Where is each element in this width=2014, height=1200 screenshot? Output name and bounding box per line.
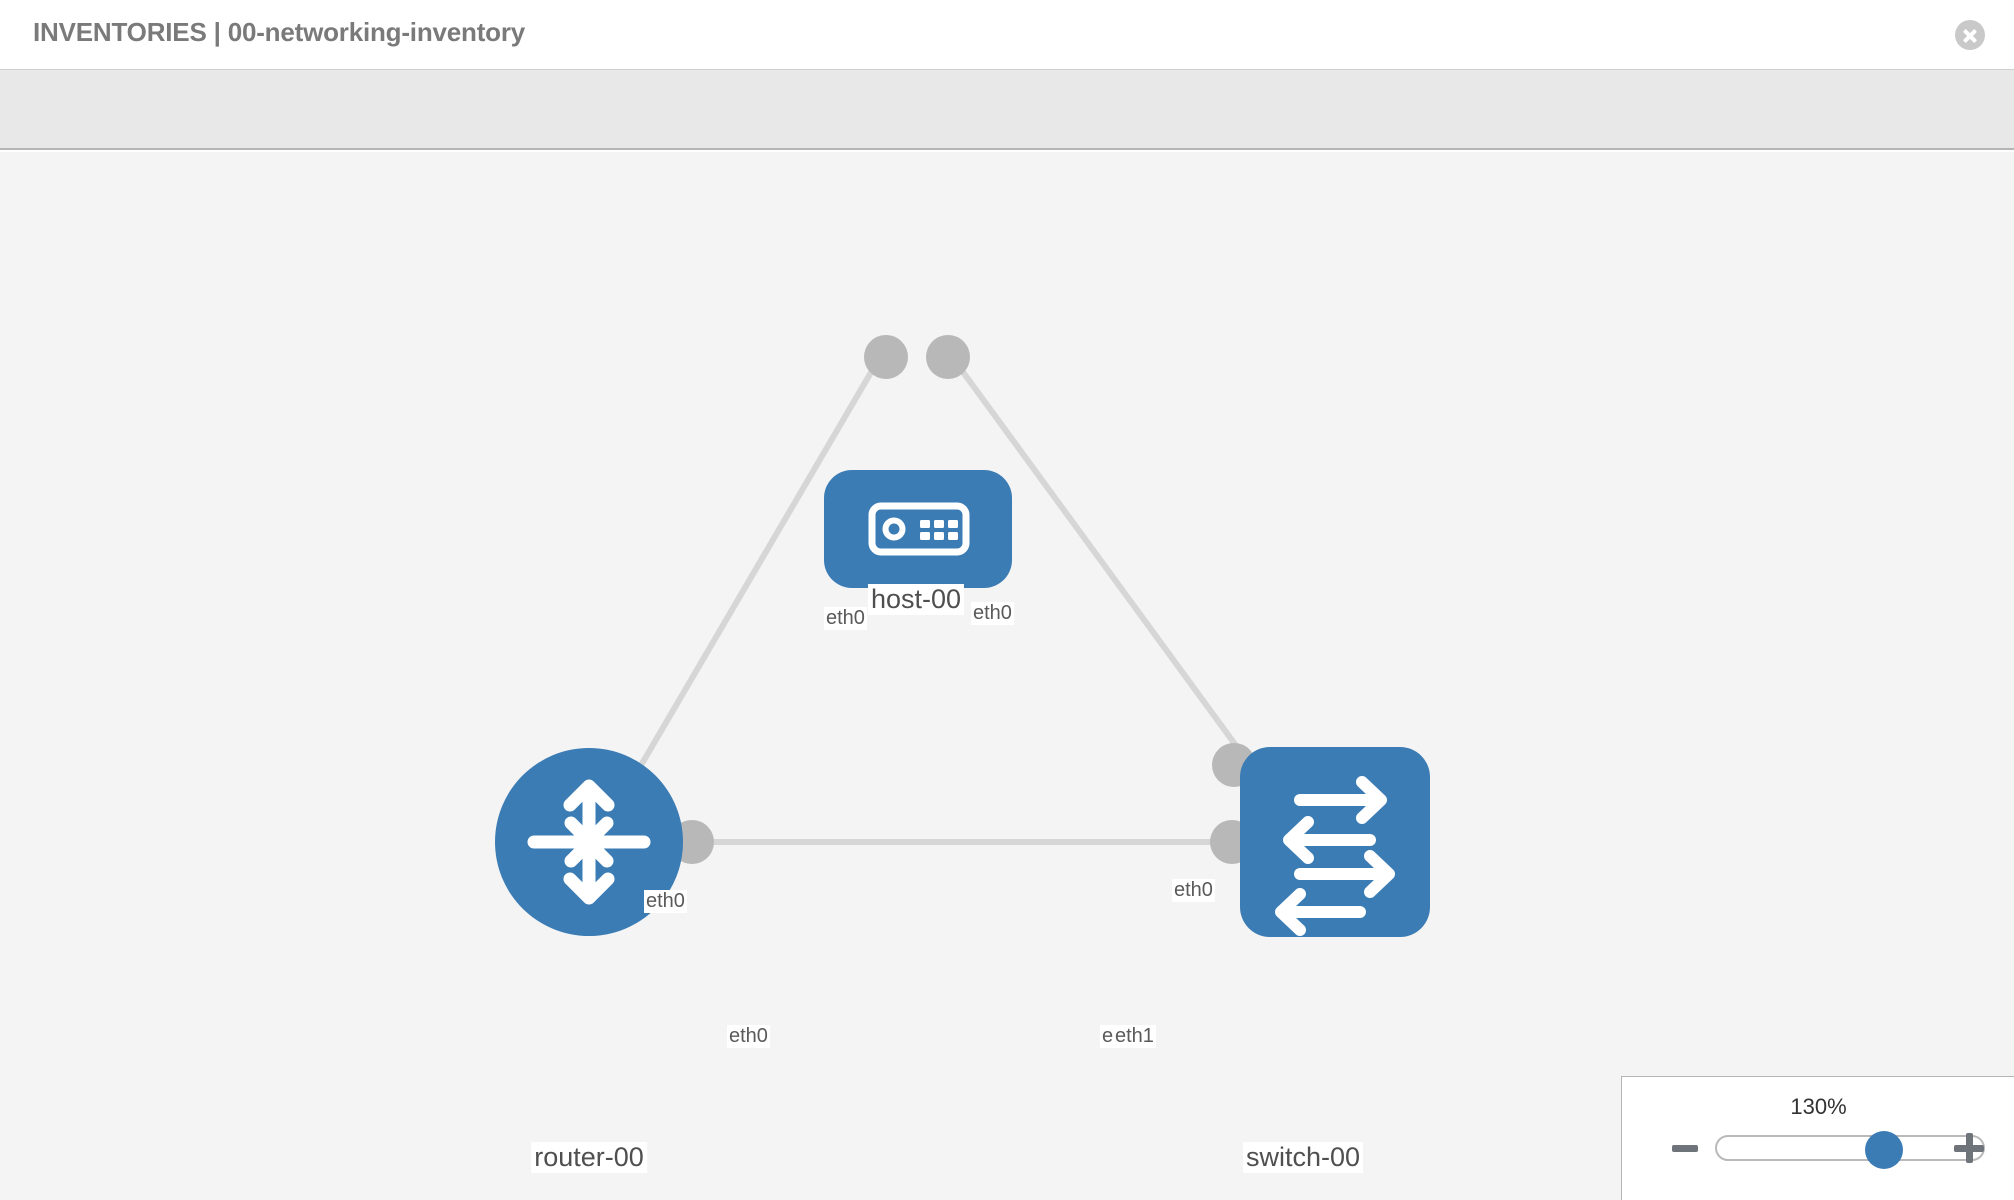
node-switch-00[interactable] — [1240, 747, 1430, 937]
edge-label-router-host: eth0 — [644, 890, 687, 913]
node-host-00[interactable] — [824, 470, 1012, 588]
close-icon[interactable] — [1955, 20, 1985, 50]
zoom-out-button[interactable] — [1672, 1145, 1698, 1152]
edge-label-router-switch-near: eth0 — [727, 1025, 770, 1048]
node-router-00[interactable] — [495, 748, 683, 936]
zoom-control-panel: 130% — [1621, 1076, 2014, 1200]
zoom-slider-track[interactable] — [1715, 1131, 1985, 1169]
edge-label-host-router-near: eth0 — [824, 607, 867, 630]
edge-label-switch-host: eth0 — [1172, 879, 1215, 902]
port-nub — [926, 335, 970, 379]
link-host-router — [637, 355, 883, 769]
zoom-in-button[interactable] — [1954, 1133, 1984, 1163]
node-label-switch-00: switch-00 — [1242, 1142, 1364, 1173]
edge-label-host-switch-near: eth0 — [971, 602, 1014, 625]
window-header: INVENTORIES | 00-networking-inventory — [0, 0, 2014, 70]
toolbar: ACTIONS SEARCH — [0, 70, 2014, 206]
link-host-switch — [949, 355, 1251, 764]
page-title: INVENTORIES | 00-networking-inventory — [33, 17, 526, 47]
edge-label-switch-router-near: eth1 — [1113, 1025, 1156, 1048]
topology-canvas[interactable]: host-00 router-00 switch-00 eth0 eth0 et… — [0, 152, 2014, 1200]
node-label-host-00: host-00 — [867, 584, 965, 615]
port-nub — [864, 335, 908, 379]
node-label-router-00: router-00 — [531, 1142, 647, 1173]
topology-graph — [495, 335, 1430, 937]
zoom-slider-thumb[interactable] — [1865, 1131, 1904, 1169]
zoom-level-value: 130% — [1790, 1094, 1847, 1119]
